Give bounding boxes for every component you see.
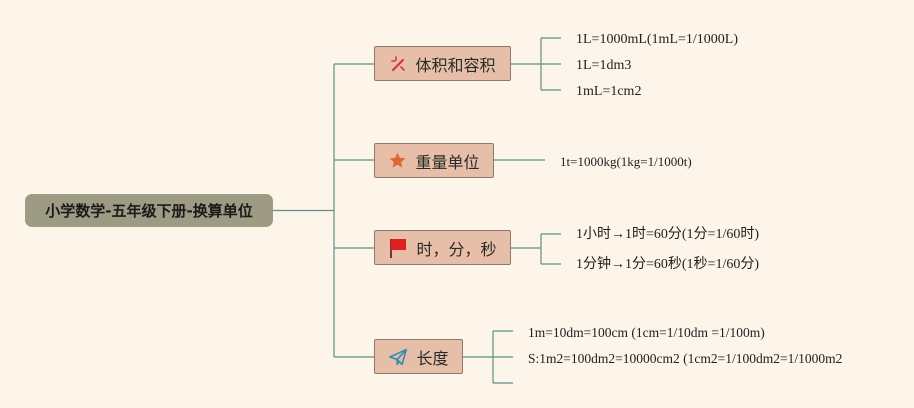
leaf-volume-1: 1L=1000mL(1mL=1/1000L) [576,32,738,47]
leaf-ticks-1 [541,37,561,91]
root-label: 小学数学-五年级下册-换算单位 [45,202,253,220]
leaf-length-1: 1m=10dm=100cm (1cm=1/10dm =1/100m) [528,325,765,340]
branch-weight[interactable]: 重量单位 [374,143,494,178]
branch-volume[interactable]: 体积和容积 [374,46,511,81]
branch-time[interactable]: 时，分，秒 [374,230,511,265]
leaf-time-2: 1分钟→1分=60秒(1秒=1/60分) [576,257,760,272]
branch-label: 重量单位 [415,152,480,172]
root-node[interactable]: 小学数学-五年级下册-换算单位 [25,194,273,227]
leaf-ticks-4 [493,330,513,384]
leaf-weight-1: 1t=1000kg(1kg=1/1000t) [560,154,692,169]
magic-wand-icon [389,55,407,73]
paper-plane-icon [388,348,408,366]
red-flag-icon [388,237,408,259]
branch-label: 体积和容积 [415,55,496,75]
leaf-length-2: S:1m2=100dm2=10000cm2 (1cm2=1/100dm2=1/1… [528,351,843,366]
leaf-time-1: 1小时→1时=60分(1分=1/60时) [576,227,760,242]
star-icon [388,151,407,170]
branch-length[interactable]: 长度 [374,339,463,374]
branch-label: 长度 [416,348,449,368]
branch-label: 时，分，秒 [416,239,497,259]
leaf-ticks-3 [541,233,561,265]
leaf-volume-2: 1L=1dm3 [576,58,632,73]
leaf-volume-3: 1mL=1cm2 [576,84,642,99]
